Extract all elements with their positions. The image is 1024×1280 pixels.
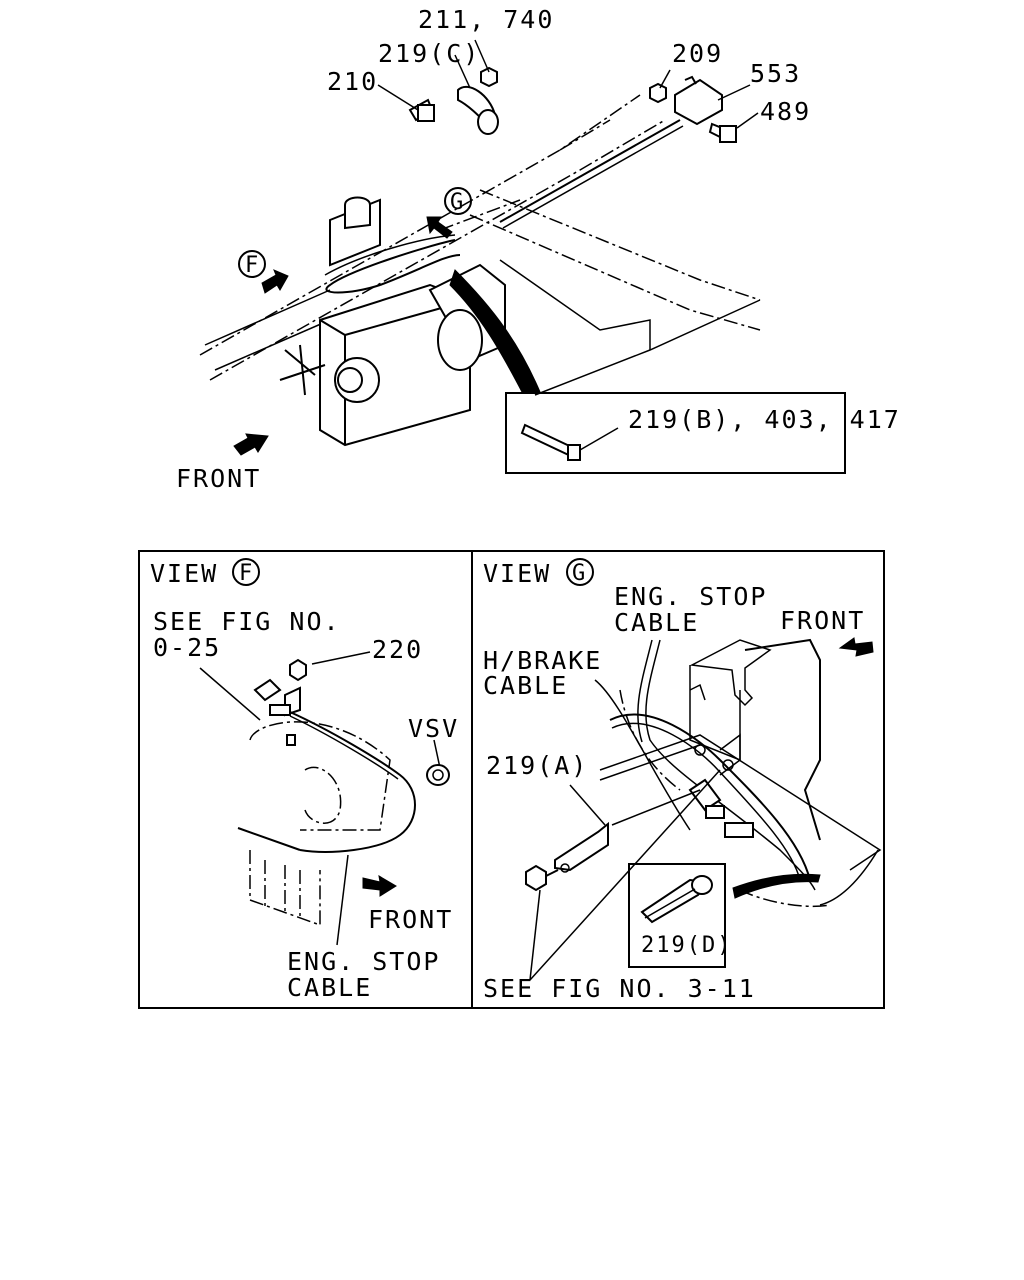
bolt-219a xyxy=(525,864,559,892)
callout-219c: 219(C) xyxy=(378,39,480,68)
view-f-callout-220: 220 xyxy=(372,635,423,664)
clamp-219d-inset: 219(D) xyxy=(628,863,732,968)
view-f-see-fig-2: 0-25 xyxy=(153,633,221,662)
view-g-panel: VIEW G ENG. STOP CABLE FRONT H/BRAKE CAB… xyxy=(483,558,882,1003)
svg-text:G: G xyxy=(450,190,465,215)
svg-text:F: F xyxy=(239,561,254,586)
bracket-219a xyxy=(554,821,609,873)
view-g-eng-2: CABLE xyxy=(614,608,699,637)
view-f-marker: F xyxy=(232,558,260,586)
view-f-title: VIEW xyxy=(150,559,218,588)
view-g-title: VIEW xyxy=(483,559,551,588)
connector xyxy=(688,778,754,838)
nut-220 xyxy=(289,658,307,682)
view-g-callout-219d: 219(D) xyxy=(641,933,732,958)
view-f-front: FRONT xyxy=(368,905,453,934)
view-g-see-fig: SEE FIG NO. 3-11 xyxy=(483,974,756,1003)
inset-label: 219(B), 403, 417 xyxy=(628,405,901,434)
front-label: FRONT xyxy=(176,464,261,493)
cable-tie-icon xyxy=(520,423,581,461)
callout-553: 553 xyxy=(750,59,801,88)
callout-489: 489 xyxy=(760,97,811,126)
view-g-eng-1: ENG. STOP xyxy=(614,582,767,611)
callout-211-740: 211, 740 xyxy=(418,5,554,34)
view-g-brake-2: CABLE xyxy=(483,671,568,700)
view-marker-g: G xyxy=(444,187,472,215)
nut-211 xyxy=(480,66,498,88)
view-g-front: FRONT xyxy=(780,606,865,635)
overview-illustration xyxy=(199,39,761,456)
view-f-panel: VIEW F SEE FIG NO. 0-25 220 VSV FRONT EN… xyxy=(150,558,459,1002)
view-marker-f: F xyxy=(238,250,266,278)
view-f-cable-1: ENG. STOP xyxy=(287,947,440,976)
bolt-210 xyxy=(408,98,435,122)
views-frame xyxy=(138,550,885,1009)
callout-209: 209 xyxy=(672,39,723,68)
svg-text:G: G xyxy=(572,561,587,586)
bolt-489 xyxy=(708,122,737,143)
clamp-219c xyxy=(457,85,499,135)
view-g-brake-1: H/BRAKE xyxy=(483,646,602,675)
vsv-valve xyxy=(426,764,450,786)
tie-inset-box: 219(B), 403, 417 xyxy=(505,392,901,474)
engine-block xyxy=(279,196,506,447)
view-f-see-fig-1: SEE FIG NO. xyxy=(153,607,341,636)
nut-209 xyxy=(649,82,667,104)
view-g-marker: G xyxy=(566,558,594,586)
view-g-callout-219a: 219(A) xyxy=(486,751,588,780)
callout-210: 210 xyxy=(327,67,378,96)
svg-text:F: F xyxy=(245,253,260,278)
view-f-vsv: VSV xyxy=(408,714,459,743)
bracket-553 xyxy=(674,75,723,126)
view-f-cable-2: CABLE xyxy=(287,973,372,1002)
